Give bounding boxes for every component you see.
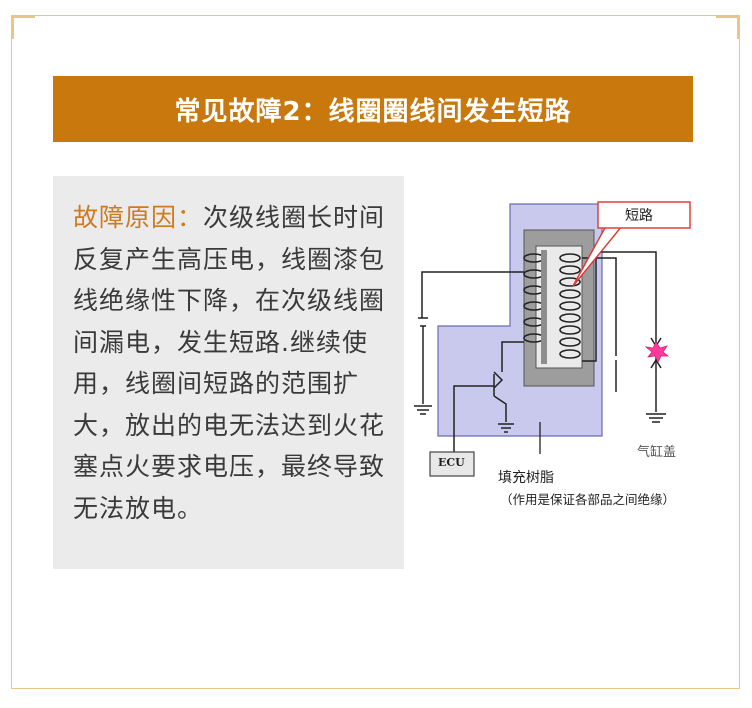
fault-cause-text: 次级线圈长时间反复产生高压电，线圈漆包线绝缘性下降，在次级线圈间漏电，发生短路.… xyxy=(73,203,386,523)
fault-description-box: 故障原因：次级线圈长时间反复产生高压电，线圈漆包线绝缘性下降，在次级线圈间漏电，… xyxy=(53,176,404,569)
ground-symbols xyxy=(414,405,666,433)
fault-description: 故障原因：次级线圈长时间反复产生高压电，线圈漆包线绝缘性下降，在次级线圈间漏电，… xyxy=(73,197,395,529)
resin-label: 填充树脂 xyxy=(498,470,554,486)
ecu-box xyxy=(429,451,475,477)
short-callout-box xyxy=(597,201,691,229)
spark-icon xyxy=(644,341,670,363)
cylinder-head-label: 气缸盖 xyxy=(637,445,677,460)
resin-note: （作用是保证各部品之间绝缘） xyxy=(500,492,676,507)
short-circuit-label: 短路 xyxy=(625,208,653,224)
circuit-wires xyxy=(418,251,657,458)
coil-schematic xyxy=(414,201,691,477)
corner-ornament-top-left xyxy=(12,16,35,39)
page-title: 常见故障2：线圈圈线间发生短路 xyxy=(174,96,572,127)
ecu-label: ECU xyxy=(438,456,465,469)
title-banner: 常见故障2：线圈圈线间发生短路 xyxy=(53,76,693,142)
secondary-winding xyxy=(559,253,581,359)
fault-cause-heading: 故障原因： xyxy=(73,203,204,232)
primary-core-bar xyxy=(541,250,547,364)
spark-arrow-up xyxy=(650,358,662,369)
page-frame xyxy=(11,15,740,689)
ignition-coil-diagram: 短路 ECU 气缸盖 填充树脂 （作用是保证各部品之间绝缘） xyxy=(410,196,740,516)
corner-ornament-top-right xyxy=(716,16,739,39)
